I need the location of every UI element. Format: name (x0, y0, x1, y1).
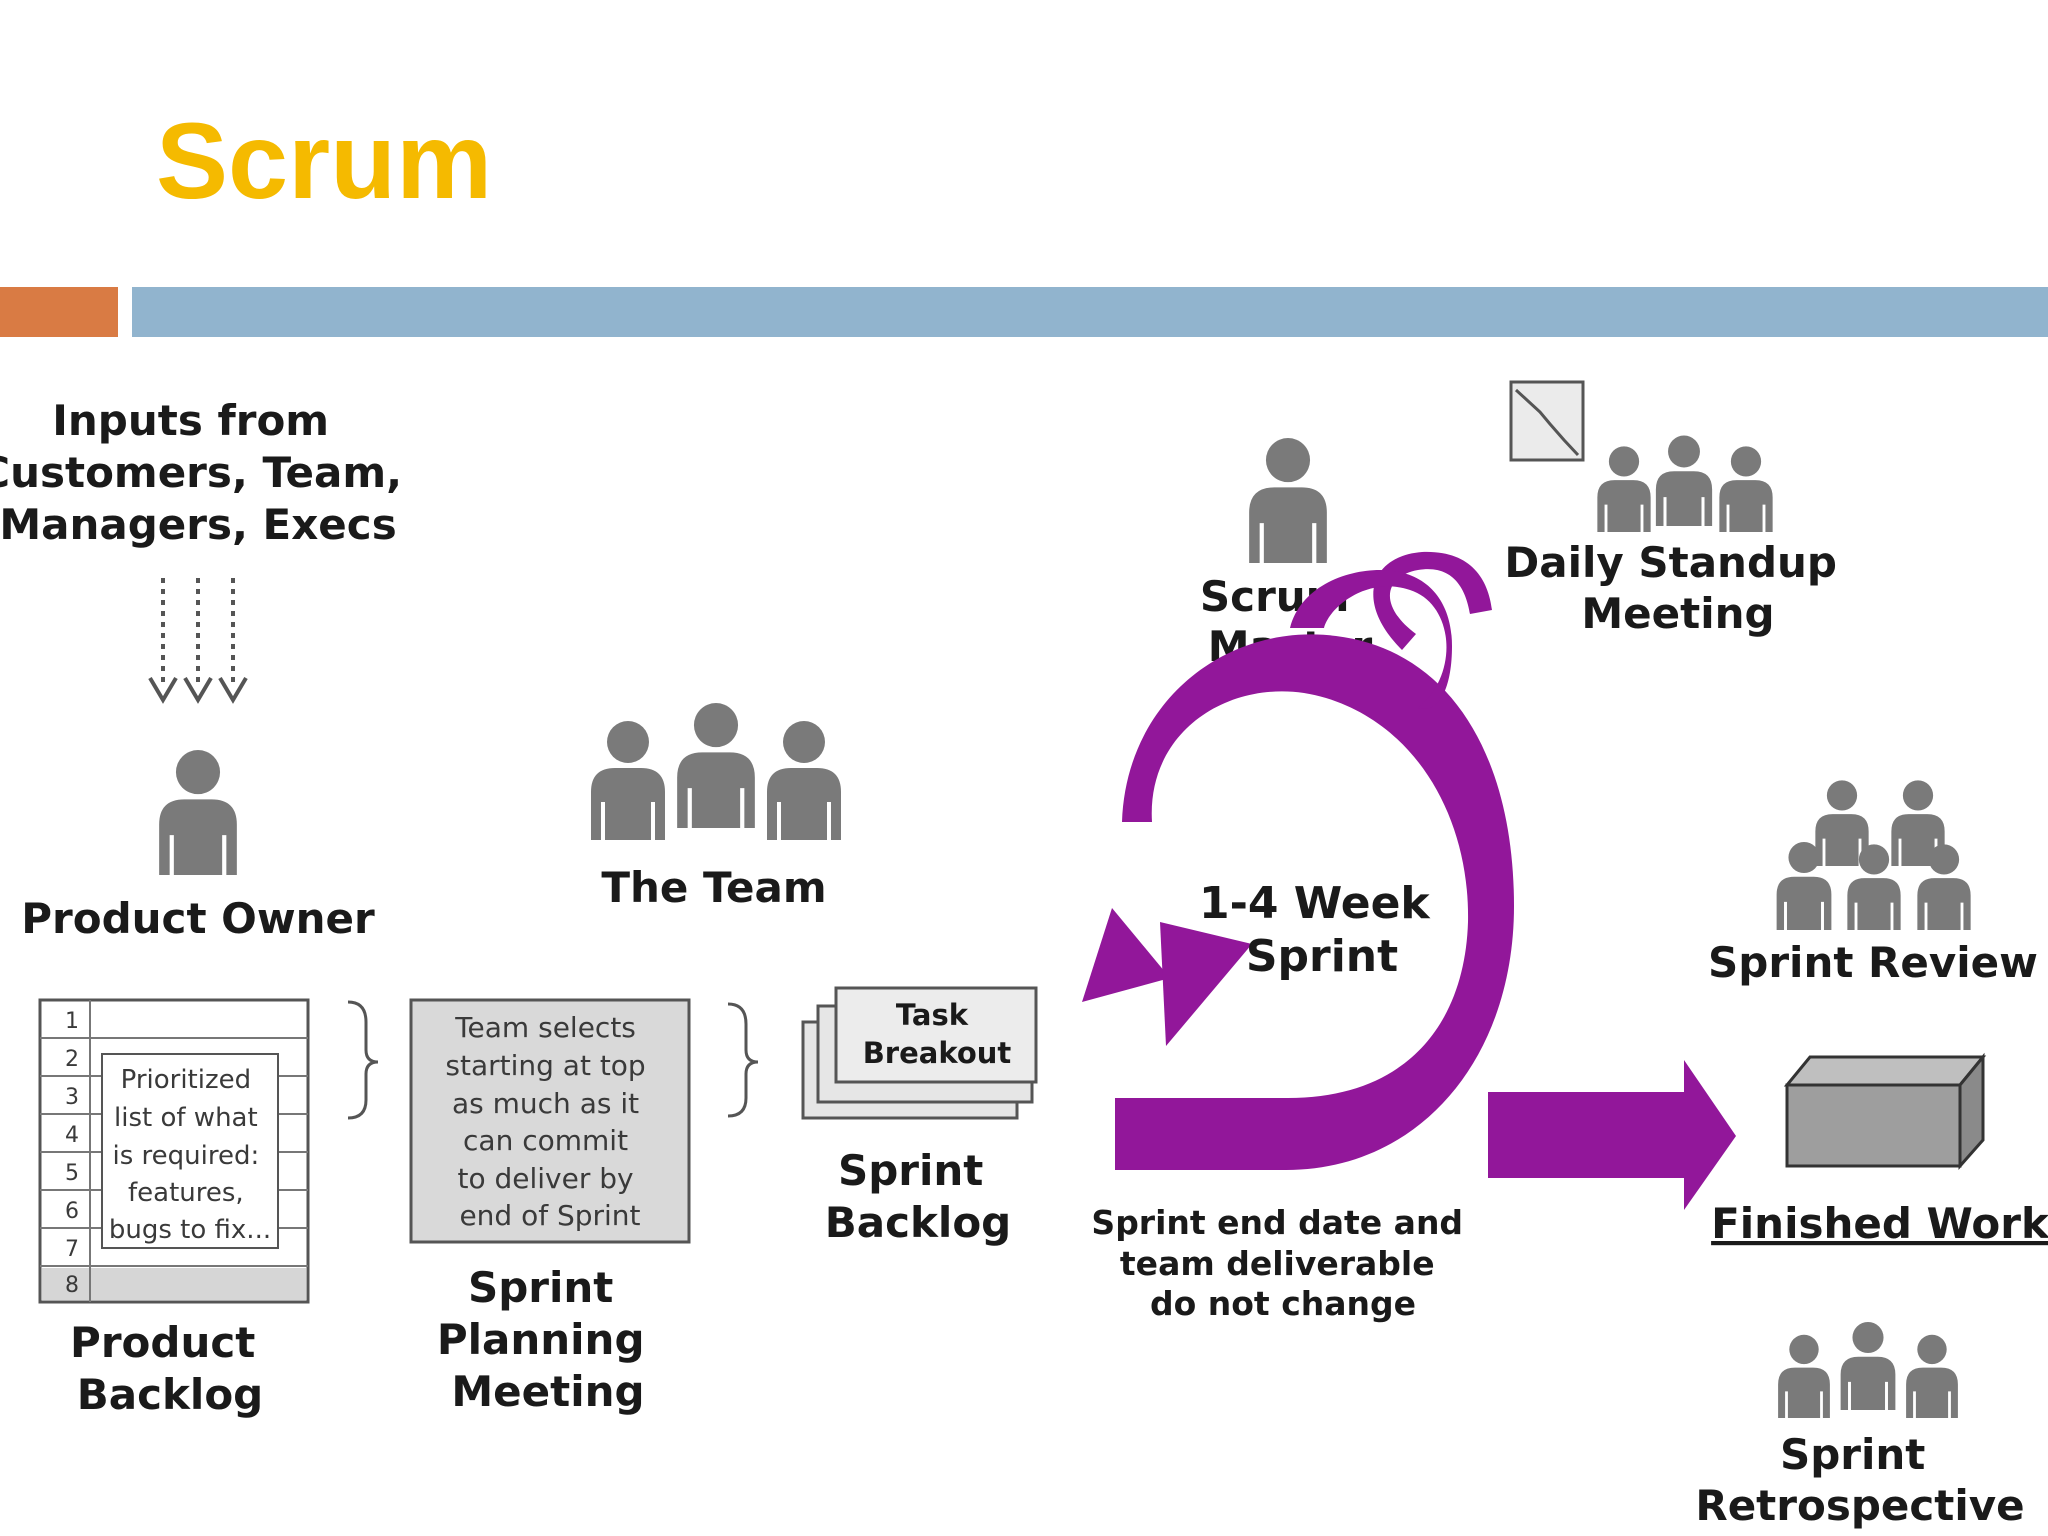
sprint-retrospective-label: Sprint Retrospective (1695, 1430, 2024, 1530)
deliver-arrow (1488, 1060, 1736, 1210)
backlog-row-number: 1 (65, 1009, 79, 1034)
sprint-review-label: Sprint Review (1708, 938, 2038, 987)
retrospective-figures (1778, 1321, 1958, 1418)
backlog-row-number: 3 (65, 1085, 79, 1110)
svg-text:Task Breakout: Task Breakout (863, 998, 1012, 1070)
finished-work-box-icon (1783, 1052, 1987, 1170)
backlog-row-number: 2 (65, 1047, 79, 1072)
sprint-review-figures (1776, 780, 1971, 930)
sprint-planning-label: Sprint Planning Meeting (437, 1263, 659, 1416)
sprint-cycle-arrow (1082, 634, 1514, 1170)
backlog-note: Prioritized list of what is required: fe… (109, 1065, 271, 1245)
finished-work-label: Finished Work (1711, 1199, 2048, 1248)
sprint-note: Sprint end date and team deliverable do … (1091, 1203, 1474, 1323)
brace-right (727, 1002, 759, 1118)
svg-text:Team selects starting at: Team selects starting at top as much as … (445, 1011, 654, 1232)
standup-figures (1597, 435, 1773, 532)
task-breakout-stack: Task Breakout (801, 986, 1038, 1120)
daily-loop-arrow (1290, 551, 1492, 709)
product-owner-label: Product Owner (21, 894, 375, 943)
backlog-row-number: 5 (65, 1161, 79, 1186)
slide-title: Scrum (156, 100, 493, 221)
sprint-backlog-label: Sprint Backlog (825, 1146, 1012, 1247)
accent-bar-left (0, 287, 118, 337)
team-label: The Team (601, 863, 826, 912)
sprint-length-label: 1-4 Week Sprint (1199, 878, 1445, 982)
daily-standup-label: Daily Standup Meeting (1504, 538, 1851, 638)
burndown-chart-icon (1509, 380, 1585, 462)
product-backlog-list: 1 2 3 4 5 6 7 8 Prioritized list of what… (38, 998, 310, 1304)
backlog-row-number: 4 (65, 1123, 79, 1148)
product-owner-figure (159, 750, 237, 875)
backlog-row-number: 8 (65, 1273, 79, 1298)
sprint-planning-box: Team selects starting at top as much as … (409, 998, 691, 1244)
backlog-row-number: 6 (65, 1199, 79, 1224)
scrum-master-figure (1249, 438, 1327, 563)
product-backlog-label: Product Backlog (70, 1318, 270, 1419)
brace-left (347, 1000, 379, 1120)
backlog-row-number: 7 (65, 1237, 79, 1262)
accent-bar-main (132, 287, 2048, 337)
team-figures (591, 703, 841, 840)
inputs-label: Inputs from Customers, Team, Managers, E… (0, 396, 417, 549)
input-arrows (148, 578, 248, 704)
